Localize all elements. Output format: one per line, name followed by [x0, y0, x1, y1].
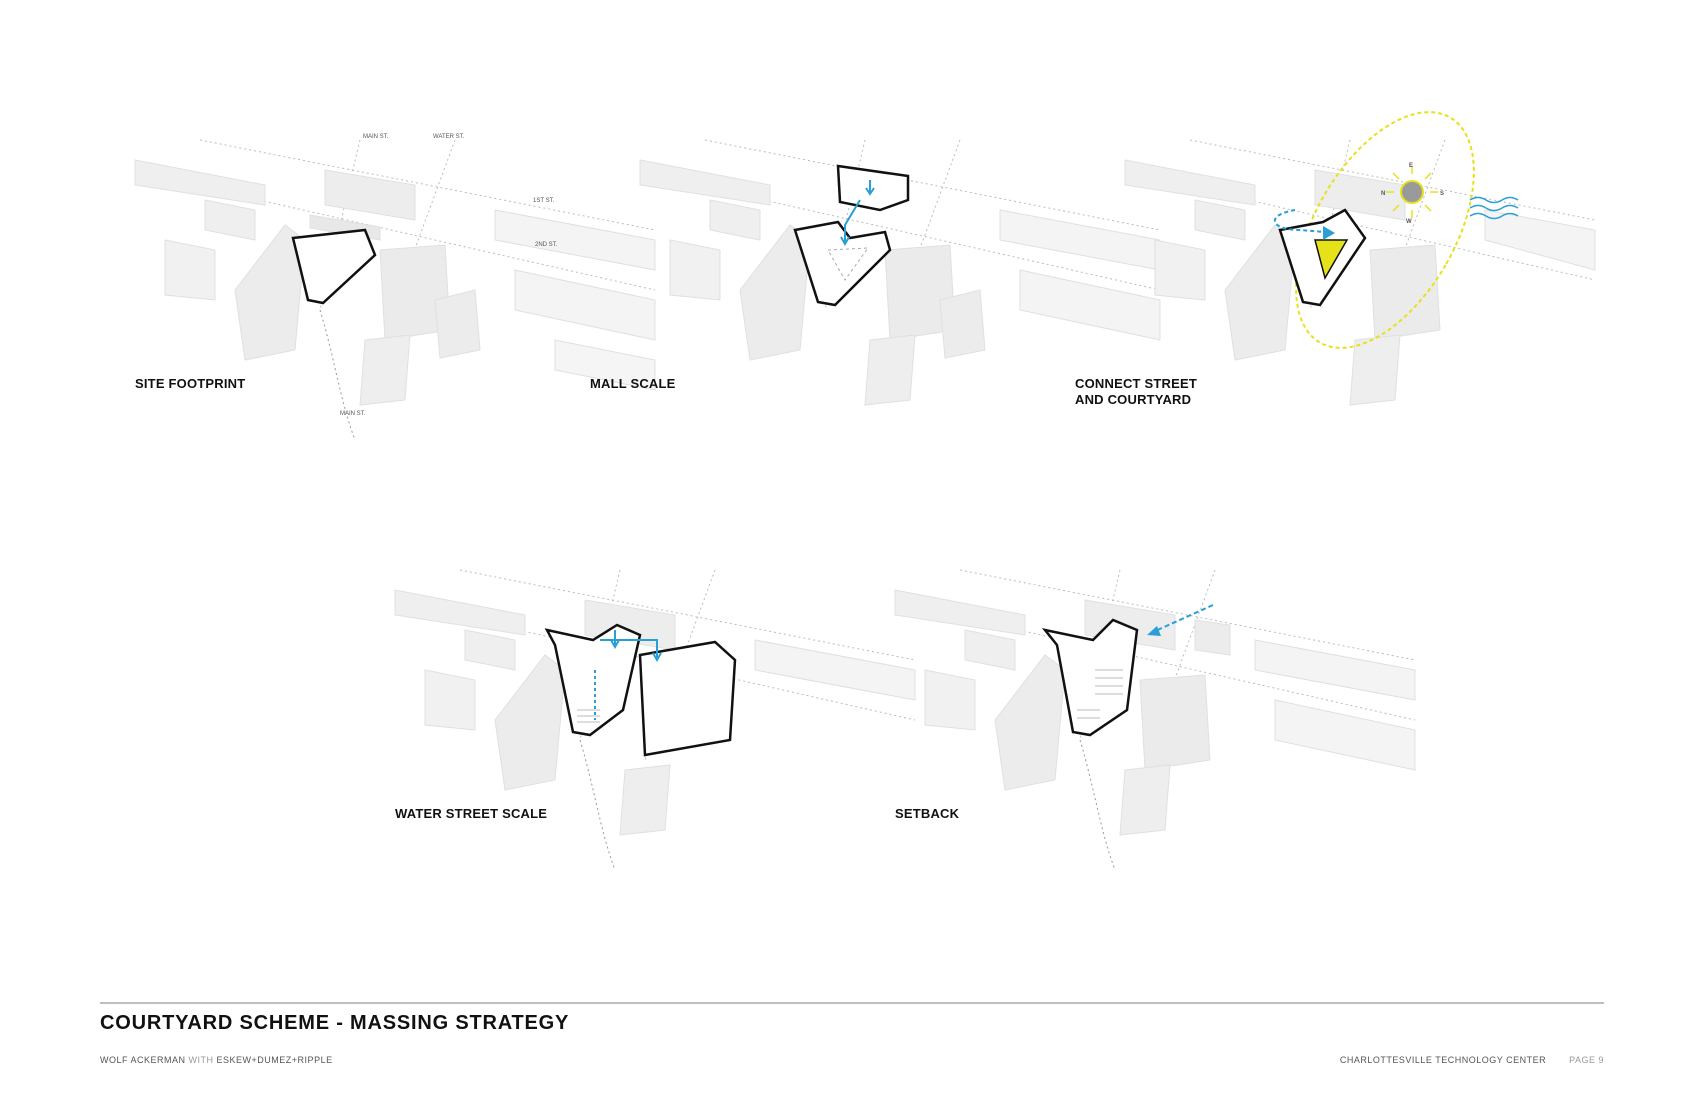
credits-with: WITH	[188, 1055, 214, 1065]
connect-street-diagram: E N S W	[1124, 111, 1596, 406]
panel-mall-scale: MALL SCALE	[590, 130, 1161, 470]
panel-site-footprint: MAIN ST. WATER ST. 1ST ST. 2ND ST. MAIN …	[134, 130, 656, 470]
mall-scale-diagram	[639, 139, 1161, 406]
street-label-main-st-south: MAIN ST.	[340, 411, 366, 417]
water-street-adjacent-mass	[638, 640, 737, 757]
panel-water-street-scale: WATER STREET SCALE	[394, 560, 916, 900]
mall-scale-outline	[793, 220, 892, 307]
panel-label: SITE FOOTPRINT	[135, 376, 246, 391]
setback-arrow	[1147, 604, 1214, 636]
setback-outline	[1041, 618, 1139, 737]
courtyard-sun-patch	[1314, 239, 1349, 280]
water-street-outline	[544, 623, 642, 737]
water-street-diagram	[394, 569, 916, 871]
panel-label: MALL SCALE	[590, 376, 676, 391]
compass-e: E	[1409, 163, 1413, 169]
partner-name: ESKEW+DUMEZ+RIPPLE	[216, 1055, 333, 1065]
panel-label: SETBACK	[895, 806, 960, 821]
panel-label: WATER STREET SCALE	[395, 806, 548, 821]
site-footprint-diagram: MAIN ST. WATER ST. 1ST ST. 2ND ST. MAIN …	[134, 134, 656, 441]
panel-connect-street-courtyard: E N S W CONNECT STREET AND COURTYARD	[1075, 111, 1645, 470]
site-footprint-outline	[291, 228, 377, 305]
water-street-flow-arrows	[594, 630, 662, 720]
page-title: COURTYARD SCHEME - MASSING STRATEGY	[100, 1012, 570, 1034]
page-number: PAGE 9	[1569, 1055, 1604, 1065]
panel-setback: SETBACK	[894, 560, 1416, 900]
firm-name: WOLF ACKERMAN	[100, 1055, 186, 1065]
setback-diagram	[894, 569, 1416, 871]
mall-scale-flow-arrows	[840, 180, 875, 247]
compass-n: N	[1381, 191, 1385, 197]
compass-s: S	[1440, 191, 1444, 197]
street-label-2nd-st: 2ND ST.	[535, 242, 558, 248]
footer-rule	[100, 1002, 1604, 1004]
panel-label: CONNECT STREET AND COURTYARD	[1075, 376, 1197, 407]
sun-icon	[1386, 166, 1438, 218]
compass-w: W	[1406, 219, 1412, 225]
street-label-water-st: WATER ST.	[433, 134, 465, 140]
project-name: CHARLOTTESVILLE TECHNOLOGY CENTER	[1339, 1055, 1547, 1065]
wind-icon	[1469, 196, 1519, 220]
street-label-1st-st: 1ST ST.	[533, 198, 555, 204]
street-label-main-st: MAIN ST.	[363, 134, 389, 140]
footer-project: CHARLOTTESVILLE TECHNOLOGY CENTER PAGE 9	[1340, 1055, 1604, 1065]
footer-credits: WOLF ACKERMAN WITH ESKEW+DUMEZ+RIPPLE	[100, 1055, 333, 1065]
street-connection-arrow	[1273, 209, 1326, 233]
